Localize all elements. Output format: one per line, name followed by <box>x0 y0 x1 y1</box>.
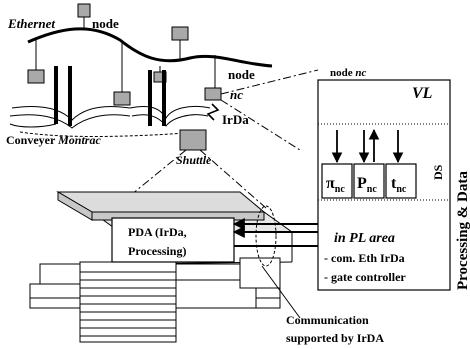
svg-text:tnc: tnc <box>391 175 407 195</box>
ethernet-cable <box>27 27 273 68</box>
svg-text:Pnc: Pnc <box>357 175 377 195</box>
shuttle-machine <box>29 191 294 343</box>
vl-label: VL <box>412 85 433 102</box>
svg-text:πnc: πnc <box>326 175 345 195</box>
pl-area-item-1: - com. Eth IrDa <box>324 251 405 265</box>
shuttle-label: Shuttle <box>176 153 212 167</box>
node-label: node <box>92 16 119 31</box>
node-box-left <box>27 40 45 84</box>
processing-data-label: Processing & Data <box>455 171 470 290</box>
cell-t: tnc <box>385 163 417 199</box>
cell-t-sub: nc <box>396 184 407 195</box>
node-right-label: node <box>228 67 255 82</box>
conveyor-label: Conveyer Montrac <box>6 133 101 147</box>
pl-area-label: in PL area <box>334 231 395 246</box>
vl-arrows <box>331 128 404 164</box>
cell-t-symbol: t <box>391 175 397 192</box>
cell-p-symbol: P <box>357 175 367 192</box>
conveyor-tracks <box>9 66 211 137</box>
irda-zigzag <box>206 103 220 121</box>
pda-line2: Processing) <box>128 244 186 258</box>
communication-line1: Communication <box>286 313 369 327</box>
ethernet-label: Ethernet <box>7 16 55 31</box>
cell-pi-symbol: π <box>326 175 335 192</box>
communication-line2: supported by IrDA <box>286 331 384 345</box>
pl-area-item-2: - gate controller <box>324 270 406 284</box>
irda-label: IrDa <box>222 112 249 127</box>
shuttle-box <box>179 129 207 151</box>
communication-ellipse <box>255 205 277 267</box>
cell-pi-sub: nc <box>335 184 346 195</box>
node-box-upper-right <box>171 26 189 60</box>
pda-line1: PDA (IrDa, <box>128 225 187 239</box>
cell-p: Pnc <box>353 163 385 199</box>
communication-pointer <box>261 265 301 319</box>
cell-pi: πnc <box>321 163 353 199</box>
node-nc-box <box>204 87 222 101</box>
pda-box <box>111 217 235 263</box>
node-box-middle <box>113 42 131 106</box>
node-box-title: node nc <box>330 67 366 79</box>
cell-p-sub: nc <box>367 184 378 195</box>
ds-label: DS <box>431 164 445 180</box>
node-box-top <box>77 3 91 28</box>
